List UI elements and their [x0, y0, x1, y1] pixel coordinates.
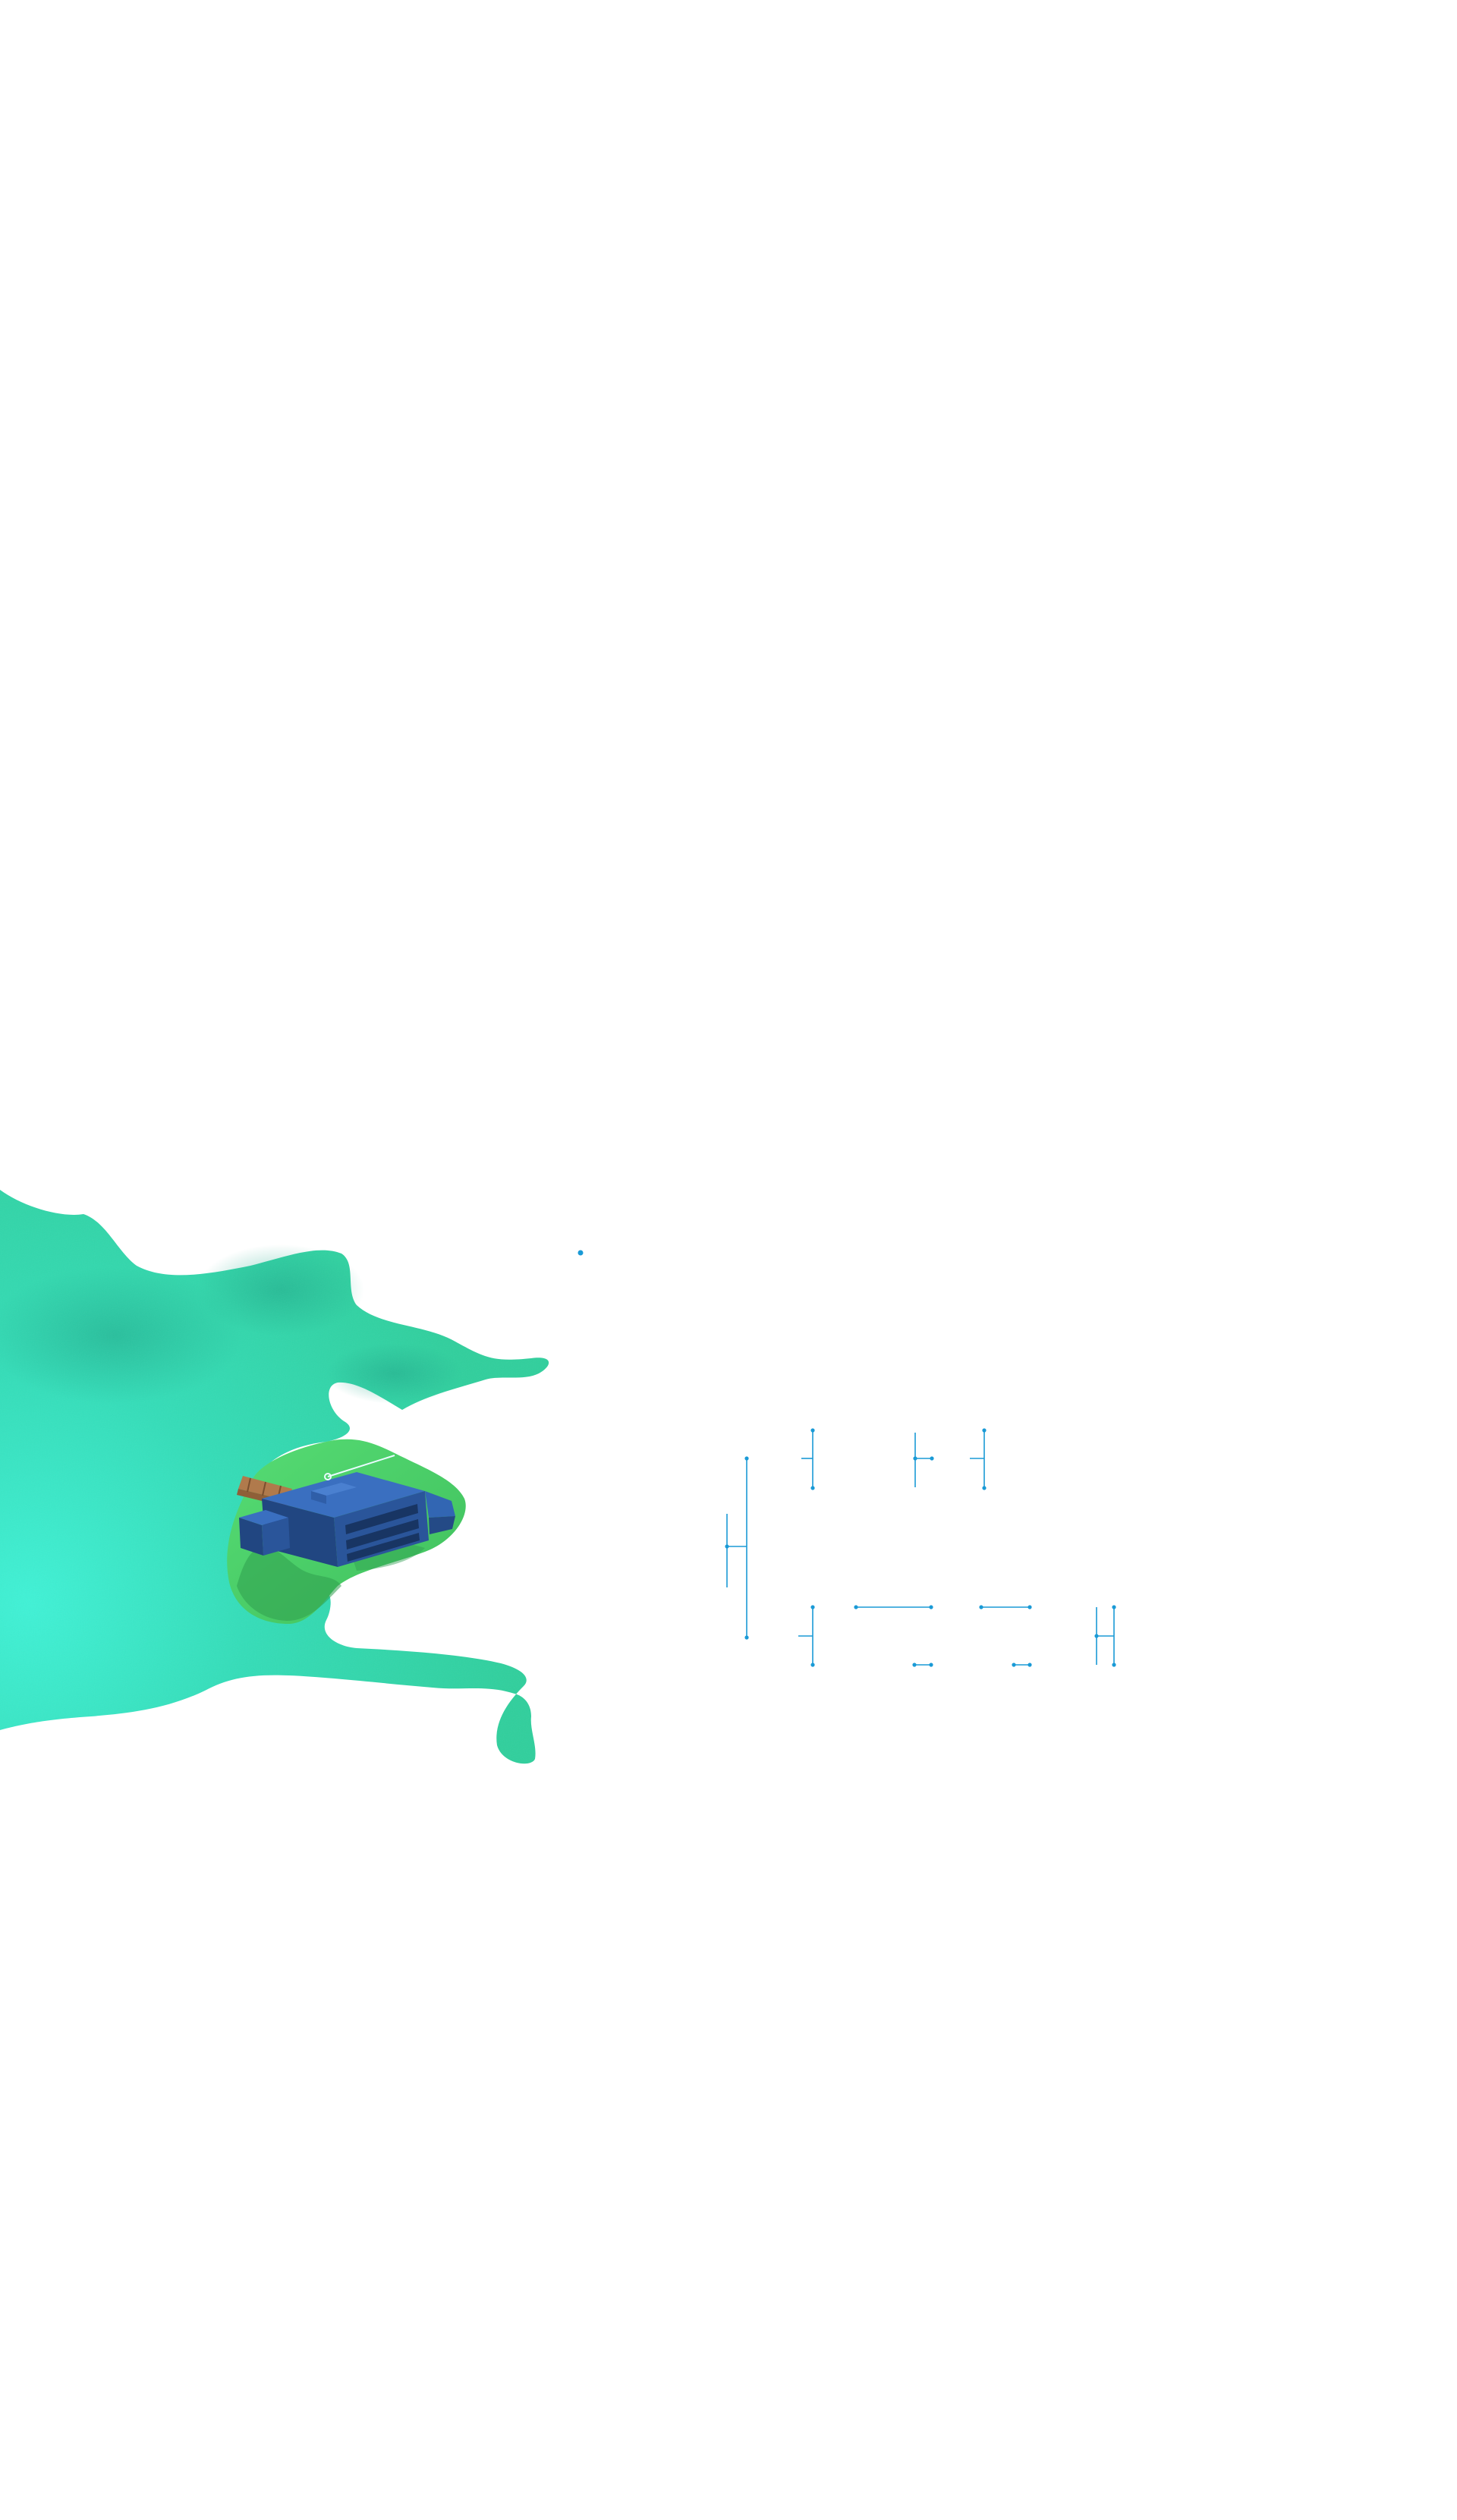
circuit-fragment — [970, 1428, 987, 1490]
grass-shadow — [237, 1546, 341, 1621]
circuit-fragment — [725, 1456, 749, 1640]
landmass-texture — [0, 1190, 549, 1764]
circuit-fragment — [913, 1433, 934, 1487]
circuit-icon — [725, 1428, 1116, 1667]
antenna-line — [327, 1455, 395, 1477]
circuit-fragment — [979, 1605, 1032, 1667]
circuit-fragment — [1094, 1605, 1116, 1667]
dot-icon — [577, 1250, 584, 1256]
circuit-fragment — [798, 1605, 815, 1667]
circuit-fragment — [854, 1605, 933, 1667]
building-icon — [239, 1455, 455, 1567]
island-illustration — [0, 1190, 549, 1764]
circuit-fragment — [801, 1428, 815, 1490]
